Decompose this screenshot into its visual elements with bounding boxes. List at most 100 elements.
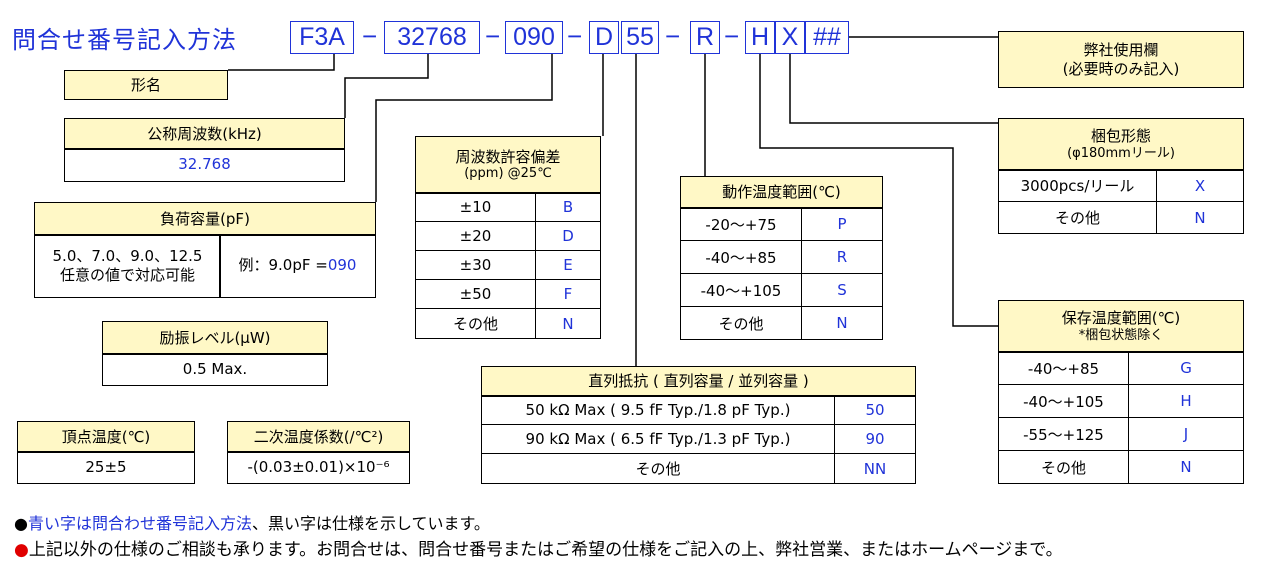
operating-label: -40～+105 (680, 273, 802, 307)
load-header: 負荷容量(pF) (34, 202, 376, 236)
dash-4: − (665, 21, 681, 51)
line-packing (789, 54, 998, 124)
operating-code: S (801, 273, 883, 307)
code-segment-company: ## (805, 21, 849, 54)
tolerance-code: F (535, 279, 601, 309)
storage-header: 保存温度範囲(℃) *梱包状態除く (998, 300, 1244, 353)
storage-subtitle: *梱包状態除く (1078, 327, 1164, 343)
storage-label: -40～+105 (998, 384, 1129, 418)
model-header: 形名 (64, 70, 228, 100)
packing-subtitle: (φ180mmリール) (1067, 145, 1175, 161)
code-segment-packing: X (775, 21, 805, 54)
frequency-header: 公称周波数(kHz) (64, 118, 345, 150)
code-segment-storage: H (745, 21, 775, 54)
operating-label: -20～+75 (680, 207, 802, 241)
tolerance-label: ±30 (415, 250, 536, 280)
packing-code: X (1156, 169, 1244, 202)
tolerance-label: ±50 (415, 279, 536, 309)
company-subtitle: (必要時のみ記入) (1062, 59, 1180, 78)
tolerance-label: ±20 (415, 221, 536, 251)
dash-3: − (567, 21, 583, 51)
tolerance-header: 周波数許容偏差 (ppm) @25℃ (415, 136, 601, 194)
resistance-label: 50 kΩ Max ( 9.5 fF Typ./1.8 pF Typ.) (481, 395, 835, 425)
turnover-value: 25±5 (17, 451, 195, 484)
packing-title: 梱包形態 (1090, 127, 1151, 145)
tolerance-subtitle: (ppm) @25℃ (464, 166, 552, 182)
storage-label: -40～+85 (998, 351, 1129, 385)
resistance-label: 90 kΩ Max ( 6.5 fF Typ./1.3 pF Typ.) (481, 424, 835, 454)
packing-label: 3000pcs/リール (998, 169, 1157, 202)
table-row: 50 kΩ Max ( 9.5 fF Typ./1.8 pF Typ.)50 (481, 395, 916, 425)
storage-title: 保存温度範囲(℃) (1061, 309, 1181, 327)
resistance-header: 直列抵抗 ( 直列容量 / 並列容量 ) (481, 366, 916, 397)
storage-code: N (1128, 450, 1244, 484)
tolerance-code: D (535, 221, 601, 251)
storage-label: その他 (998, 450, 1129, 484)
storage-label: -55～+125 (998, 417, 1129, 451)
code-segment-tolerance: D (589, 21, 619, 54)
dash-1: − (362, 21, 378, 51)
resistance-code: NN (834, 453, 916, 484)
code-segment-operating: R (690, 21, 720, 54)
load-example-label: 例：9.0pF = (238, 256, 328, 275)
tolerance-code: E (535, 250, 601, 280)
page-title: 問合せ番号記入方法 (12, 26, 237, 54)
company-header: 弊社使用欄 (必要時のみ記入) (998, 31, 1244, 88)
code-segment-load: 090 (505, 21, 563, 54)
note-1-blue: 青い字は問合わせ番号記入方法 (27, 514, 252, 533)
line-model (228, 54, 335, 71)
drive-value: 0.5 Max. (102, 353, 328, 386)
code-segment-model: F3A (290, 21, 354, 54)
resistance-code: 50 (834, 395, 916, 425)
company-title: 弊社使用欄 (1083, 40, 1159, 59)
operating-code: N (801, 306, 883, 340)
operating-label: その他 (680, 306, 802, 340)
bullet-black: ● (14, 514, 28, 533)
storage-code: J (1128, 417, 1244, 451)
tolerance-title: 周波数許容偏差 (455, 147, 561, 166)
operating-code: P (801, 207, 883, 241)
dash-2: − (485, 21, 501, 51)
packing-label: その他 (998, 201, 1157, 234)
tolerance-label: ±10 (415, 192, 536, 222)
frequency-value: 32.768 (64, 148, 345, 182)
operating-label: -40～+85 (680, 240, 802, 274)
bullet-red: ● (14, 540, 29, 560)
line-storage (759, 54, 998, 327)
tolerance-code: N (535, 308, 601, 339)
resistance-label: その他 (481, 453, 835, 484)
tolerance-code: B (535, 192, 601, 222)
operating-header: 動作温度範囲(℃) (680, 176, 883, 209)
storage-code: H (1128, 384, 1244, 418)
operating-code: R (801, 240, 883, 274)
turnover-header: 頂点温度(℃) (17, 421, 195, 453)
drive-header: 励振レベル(μW) (102, 321, 328, 355)
storage-code: G (1128, 351, 1244, 385)
resistance-code: 90 (834, 424, 916, 454)
load-values: 5.0、7.0、9.0、12.5 任意の値で対応可能 (34, 234, 221, 298)
load-example: 例：9.0pF = 090 (219, 234, 376, 298)
tolerance-label: その他 (415, 308, 536, 339)
resistance-table: 50 kΩ Max ( 9.5 fF Typ./1.8 pF Typ.)50 9… (481, 395, 916, 484)
coefficient-value: -(0.03±0.01)×10⁻⁶ (227, 451, 410, 484)
packing-header: 梱包形態 (φ180mmリール) (998, 118, 1244, 171)
line-frequency (344, 54, 429, 118)
